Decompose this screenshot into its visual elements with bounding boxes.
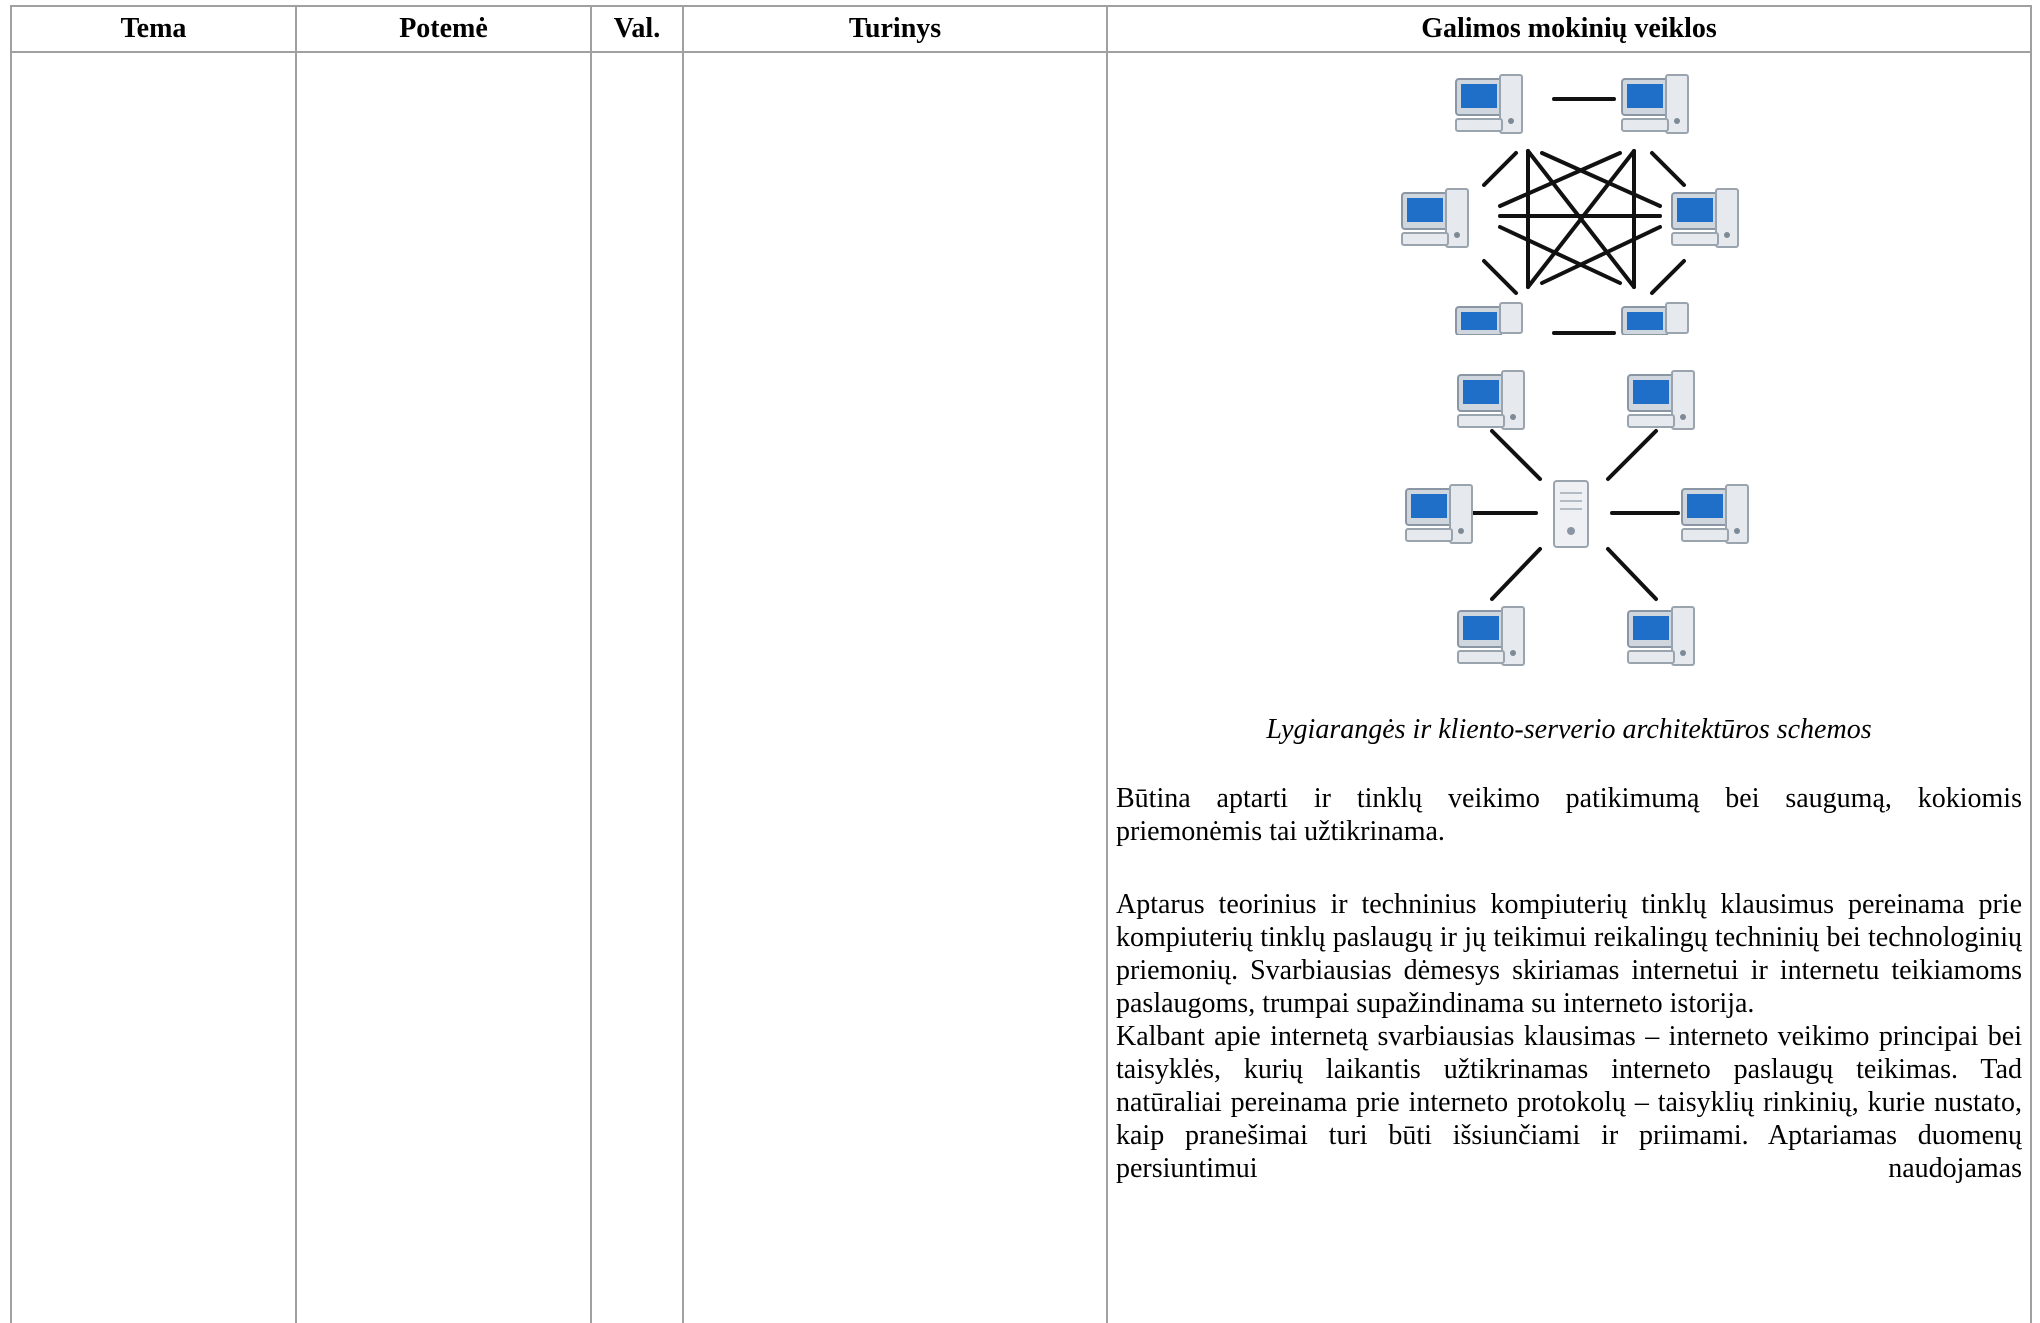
star-links xyxy=(1468,429,1680,601)
desktop-computer-icon xyxy=(1627,370,1695,430)
star-link xyxy=(1606,547,1658,601)
peer-to-peer-diagram xyxy=(1116,71,2022,335)
desktop-computer-icon xyxy=(1621,74,1689,134)
activities-content: Lygiarangės ir kliento-serverio architek… xyxy=(1108,71,2030,1185)
cell-veiklos: Lygiarangės ir kliento-serverio architek… xyxy=(1106,51,2032,1323)
desktop-computer-icon xyxy=(1681,484,1749,544)
mesh-link xyxy=(1498,151,1622,208)
desktop-computer-icon xyxy=(1627,606,1695,666)
mesh-link xyxy=(1540,151,1662,208)
paragraph-internet-protocols: Kalbant apie internetą svarbiausias klau… xyxy=(1116,1021,2022,1184)
desktop-computer-icon xyxy=(1455,74,1523,134)
paragraph-gap xyxy=(1116,848,2022,888)
mesh-link xyxy=(1482,151,1518,187)
cell-tema xyxy=(10,51,297,1323)
mesh-link xyxy=(1650,151,1686,187)
mesh-link xyxy=(1482,259,1518,295)
desktop-computer-icon xyxy=(1621,302,1689,335)
desktop-computer-icon xyxy=(1405,484,1473,544)
cell-turinys xyxy=(682,51,1108,1323)
client-server-diagram xyxy=(1116,363,2022,681)
desktop-computer-icon xyxy=(1457,606,1525,666)
mesh-link xyxy=(1540,225,1662,285)
header-veiklos: Galimos mokinių veiklos xyxy=(1106,5,2032,53)
cell-potema xyxy=(295,51,592,1323)
cell-val xyxy=(590,51,684,1323)
client-server-diagram-svg xyxy=(1405,370,1749,666)
header-turinys: Turinys xyxy=(682,5,1108,53)
mesh-link xyxy=(1650,259,1686,295)
paragraph-services: Aptarus teorinius ir techninius kompiute… xyxy=(1116,889,2022,1019)
desktop-computer-icon xyxy=(1401,188,1469,248)
star-link xyxy=(1490,429,1542,481)
mesh-link xyxy=(1498,225,1622,285)
desktop-computer-icon xyxy=(1457,370,1525,430)
star-link xyxy=(1490,547,1542,601)
peer-to-peer-diagram-svg xyxy=(1401,74,1739,335)
desktop-computer-icon xyxy=(1455,302,1523,335)
figure-caption: Lygiarangės ir kliento-serverio architek… xyxy=(1266,714,1872,745)
server-tower-icon xyxy=(1553,480,1589,548)
header-potema: Potemė xyxy=(295,5,592,53)
header-tema: Tema xyxy=(10,5,297,53)
desktop-computer-icon xyxy=(1671,188,1739,248)
curriculum-table: Tema Potemė Val. Turinys Galimos mokinių… xyxy=(10,5,2032,1323)
mesh-links xyxy=(1482,97,1686,335)
header-val: Val. xyxy=(590,5,684,53)
table-header-row: Tema Potemė Val. Turinys Galimos mokinių… xyxy=(10,5,2032,53)
mesh-link xyxy=(1526,149,1636,289)
star-link xyxy=(1606,429,1658,481)
paragraph-reliability: Būtina aptarti ir tinklų veikimo patikim… xyxy=(1116,783,2022,847)
table-row: Lygiarangės ir kliento-serverio architek… xyxy=(10,51,2032,1323)
